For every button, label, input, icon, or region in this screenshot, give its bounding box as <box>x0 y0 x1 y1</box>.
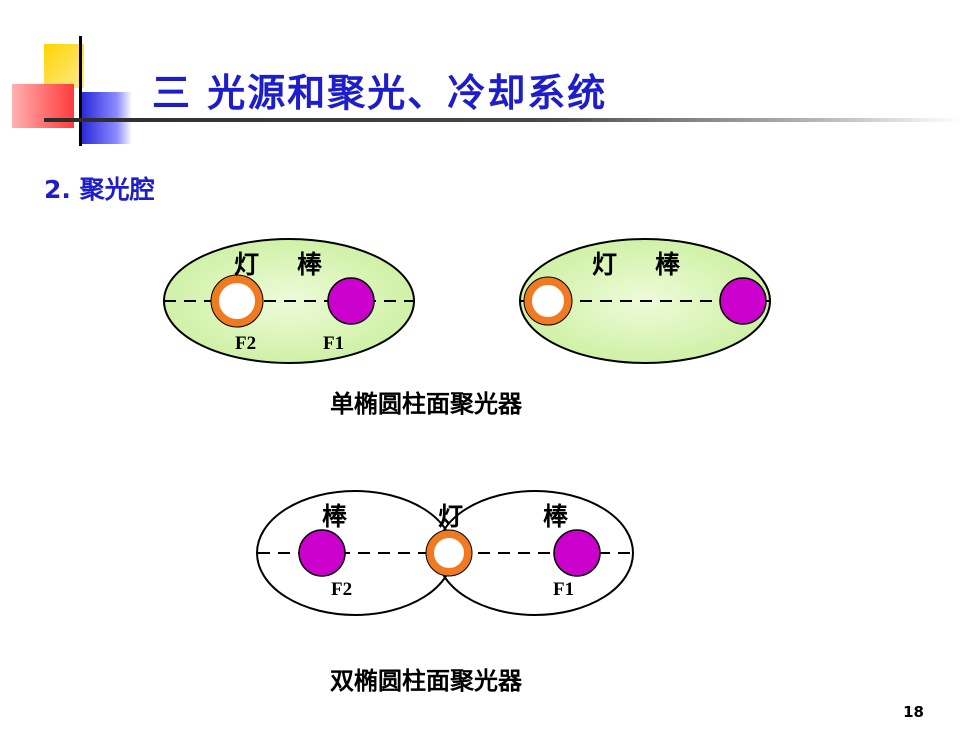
title-underline <box>44 118 960 122</box>
rod-right-label: 棒 <box>543 502 569 531</box>
decor-vertical-line <box>79 36 82 146</box>
rod-label: 棒 <box>297 250 323 279</box>
single-ellipse-left: 灯 棒 F2 F1 <box>163 238 415 364</box>
rod-left-label: 棒 <box>322 502 348 531</box>
laser-rod-right <box>553 529 601 577</box>
single-ellipse-caption: 单椭圆柱面聚光器 <box>330 390 523 418</box>
focus-f2-label: F2 <box>331 579 352 600</box>
rod-label: 棒 <box>655 250 681 279</box>
lamp-ring <box>211 275 263 327</box>
single-ellipse-right: 灯 棒 <box>519 238 771 364</box>
double-ellipse: 棒 灯 棒 F2 F1 <box>256 490 634 616</box>
lamp-label: 灯 <box>592 250 617 279</box>
lamp-ring <box>524 277 572 325</box>
lamp-ring-outline <box>425 529 473 577</box>
lamp-label: 灯 <box>234 250 259 279</box>
section-heading: 2. 聚光腔 <box>44 175 155 204</box>
focus-f2-label: F2 <box>235 333 256 354</box>
focus-f1-label: F1 <box>553 579 574 600</box>
lamp-ring <box>426 530 472 576</box>
page-number: 18 <box>903 703 924 721</box>
laser-rod <box>719 277 767 325</box>
lamp-label: 灯 <box>438 502 463 531</box>
decor-yellow-square <box>44 44 84 88</box>
lamp-ring-outline <box>210 274 264 328</box>
page-title: 三 光源和聚光、冷却系统 <box>152 71 608 115</box>
double-ellipse-caption: 双椭圆柱面聚光器 <box>330 667 523 695</box>
laser-rod-left <box>298 529 346 577</box>
laser-rod <box>327 277 375 325</box>
lamp-ring-outline <box>523 276 573 326</box>
focus-f1-label: F1 <box>323 333 344 354</box>
